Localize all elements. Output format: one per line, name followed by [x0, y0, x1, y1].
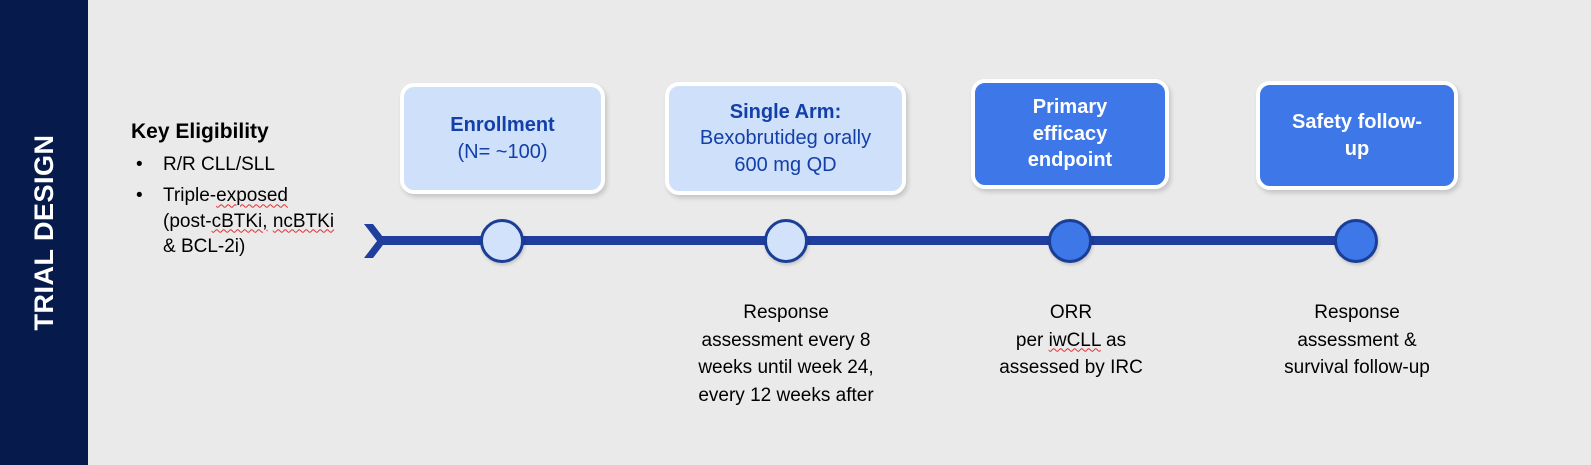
box-single-arm[interactable]: Single Arm: Bexobrutideg orally 600 mg Q…: [665, 82, 906, 195]
trial-design-rail: TRIAL DESIGN: [0, 0, 88, 465]
eligibility-bullet-2: • Triple-exposed (post-cBTKi, ncBTKi & B…: [131, 183, 336, 259]
arrow-head-icon: [363, 222, 387, 260]
box-safety-follow-up[interactable]: Safety follow- up: [1256, 81, 1458, 190]
caption-1-line-3: weeks until week 24,: [698, 357, 874, 379]
eligibility-bullet-1: • R/R CLL/SLL: [131, 152, 336, 177]
box-primary-line-3: endpoint: [1027, 149, 1113, 172]
node-enrollment[interactable]: [480, 219, 524, 263]
box-primary-efficacy-endpoint[interactable]: Primary efficacy endpoint: [971, 79, 1169, 189]
key-eligibility-title: Key Eligibility: [131, 120, 269, 143]
timeline-line: [381, 236, 1356, 245]
caption-response-assessment: Response assessment every 8 weeks until …: [660, 299, 912, 409]
caption-orr: ORR per iwCLL as assessed by IRC: [960, 299, 1182, 382]
box-safety-line-1: Safety follow-: [1291, 111, 1422, 134]
bullet2-part-ncbtki: ncBTKi: [272, 210, 335, 232]
bullet2-part-a: Triple-: [163, 185, 217, 207]
bullet2-part-exposed: exposed: [216, 185, 288, 207]
caption-3-line-1: Response: [1314, 302, 1400, 323]
node-orr[interactable]: [1048, 219, 1092, 263]
key-eligibility-block: Key Eligibility • R/R CLL/SLL • Triple-e…: [131, 120, 336, 265]
node-safety-followup[interactable]: [1334, 219, 1378, 263]
bullet2-part-c: (post-: [163, 210, 212, 232]
bullet-marker-icon: •: [136, 154, 143, 175]
caption-1-line-2: assessment every 8: [701, 329, 871, 351]
caption-2-line-1: ORR: [1049, 302, 1093, 323]
bullet2-part-g: & BCL-2i): [163, 235, 246, 257]
bullet-marker-icon: •: [136, 185, 143, 207]
box-enrollment-line-1: Enrollment: [450, 114, 555, 137]
caption-3-line-3: survival follow-up: [1284, 357, 1430, 379]
box-single-arm-line-1: Single Arm:: [729, 100, 842, 123]
caption-2-line-3: assessed by IRC: [999, 357, 1143, 379]
caption-3-line-2: assessment &: [1297, 329, 1417, 351]
caption-1-line-1: Response: [743, 302, 829, 323]
eligibility-bullet-1-text: R/R CLL/SLL: [163, 154, 275, 175]
box-primary-line-1: Primary: [1032, 96, 1108, 119]
rail-label: TRIAL DESIGN: [29, 134, 59, 331]
box-single-arm-line-3: 600 mg QD: [734, 153, 837, 176]
eligibility-bullet-2-text: Triple-exposed (post-cBTKi, ncBTKi & BCL…: [163, 183, 336, 259]
caption-survival-followup: Response assessment & survival follow-up: [1244, 299, 1470, 382]
box-enrollment[interactable]: Enrollment (N= ~100): [400, 83, 605, 194]
box-safety-line-2: up: [1344, 137, 1370, 160]
caption-2-line-2: per iwCLL as: [1015, 329, 1127, 351]
box-enrollment-line-2: (N= ~100): [457, 140, 548, 163]
box-single-arm-line-2: Bexobrutideg orally: [699, 127, 872, 150]
caption-1-line-4: every 12 weeks after: [698, 384, 874, 406]
bullet2-part-cbtki: cBTKi,: [211, 210, 268, 232]
box-primary-line-2: efficacy: [1032, 122, 1108, 145]
caption-2-misspelled: iwCLL: [1048, 329, 1101, 351]
node-response-assessment[interactable]: [764, 219, 808, 263]
